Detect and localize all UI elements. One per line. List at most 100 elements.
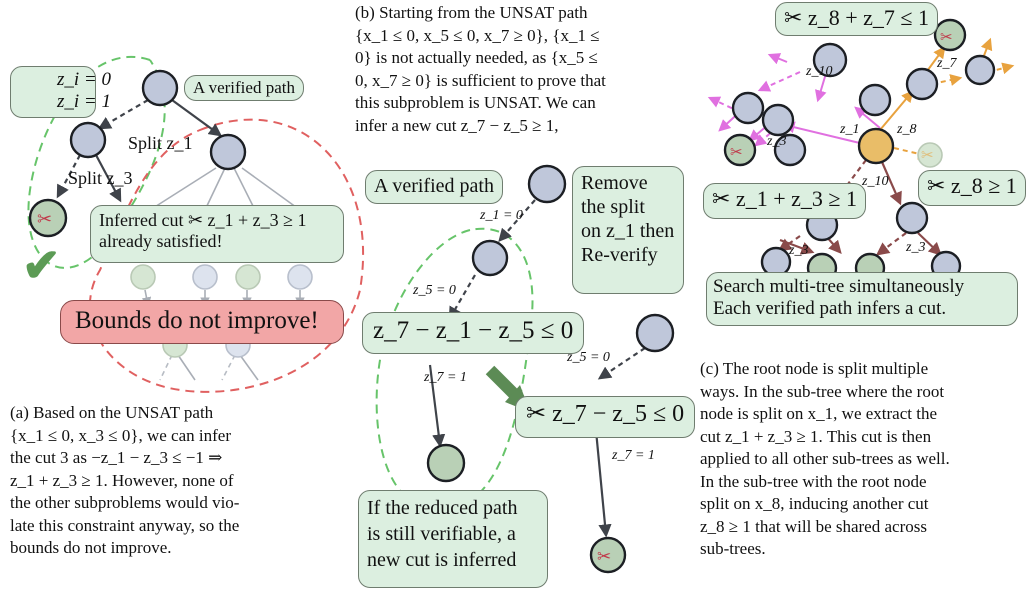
- node-c: [858, 83, 892, 117]
- caption-c-line: applied to all other sub-trees as well.: [700, 449, 950, 468]
- scissors-icon: ✂: [921, 148, 934, 164]
- scissors-icon: ✂: [730, 145, 743, 161]
- faint-node: [235, 264, 261, 290]
- node-c: [905, 67, 939, 101]
- caption-b-line: 0, x_7 ≥ 0} is sufficient to prove that: [355, 70, 606, 90]
- caption-b: (b) Starting from the UNSAT path {x_1 ≤ …: [355, 2, 690, 137]
- split-z3-label: Split z_3: [68, 168, 133, 188]
- panel-b-graph: ✂: [375, 164, 675, 574]
- caption-c-line: ways. In the sub-tree where the root: [700, 381, 945, 401]
- faint-node: [130, 264, 156, 290]
- edge-z5-label: z_5 = 0: [413, 283, 456, 298]
- root-node-c: [857, 127, 895, 165]
- search-line: Each verified path infers a cut.: [713, 297, 947, 319]
- node-z1-one: [209, 133, 247, 171]
- z10-mid-label: z_10: [862, 174, 889, 189]
- z10-top-label: z_10: [806, 64, 833, 79]
- remove-box-line: Re-verify: [581, 244, 658, 266]
- remove-split-box: Remove the split on z_1 then Re-verify: [572, 166, 684, 294]
- leaf-full-path: [426, 443, 466, 483]
- caption-c-line: cut z_1 + z_3 ≥ 1. This cut is then: [700, 426, 932, 446]
- node-c: [895, 201, 929, 235]
- panel-c-graph: ✂ ✂ ✂: [707, 18, 1015, 284]
- reduced-path-note-box: If the reduced path is still verifiable,…: [358, 490, 548, 588]
- remove-box-line: the split: [581, 196, 645, 218]
- scissors-icon: ✂: [37, 209, 52, 229]
- scissors-icon: ✂: [597, 547, 611, 566]
- node-c: [761, 103, 795, 137]
- inferred-cut-line1: Inferred cut ✂ z_1 + z_3 ≥ 1: [99, 210, 307, 230]
- leaf-reduced-path: [589, 536, 627, 574]
- z3-left-label: z_3: [767, 134, 787, 149]
- root-node-a: [141, 69, 179, 107]
- verified-path-box-b: A verified path: [365, 170, 503, 204]
- legend-solid-label: z_i = 1: [57, 90, 111, 112]
- right-edge-z5-label: z_5 = 0: [567, 350, 610, 365]
- caption-a-line: z_1 + z_3 ≥ 1. However, none of: [10, 470, 234, 490]
- search-multitree-box: Search multi-tree simultaneously Each ve…: [706, 272, 1018, 326]
- scissors-icon: ✂: [940, 30, 953, 46]
- search-line: Search multi-tree simultaneously: [713, 276, 965, 297]
- legend-dashed-label: z_i = 0: [57, 69, 111, 90]
- leaf-node-c: [723, 133, 757, 167]
- caption-b-line: this subproblem is UNSAT. We can: [355, 93, 596, 112]
- caption-c-line: sub-trees.: [700, 539, 766, 558]
- inferred-cut-box-a: Inferred cut ✂ z_1 + z_3 ≥ 1 already sat…: [90, 205, 344, 263]
- caption-b-line: 0} is not actually needed, as {x_5 ≤: [355, 48, 598, 67]
- note-line: new cut is inferred: [367, 549, 517, 571]
- z7-label: z_7: [937, 56, 957, 71]
- z8-label: z_8: [897, 122, 917, 137]
- z3-bottom-label: z_3: [906, 240, 926, 255]
- edge-z7-label: z_7 = 1: [424, 370, 467, 385]
- caption-b-line: infer a new cut z_7 − z_5 ≥ 1,: [355, 115, 559, 135]
- remove-box-line: Remove: [581, 172, 648, 194]
- faint-node: [192, 264, 218, 290]
- caption-c-line: z_8 ≥ 1 that will be shared across: [700, 516, 927, 536]
- caption-a-line: bounds do not improve.: [10, 538, 172, 557]
- node-c: [773, 133, 807, 167]
- caption-b-line: (b) Starting from the UNSAT path: [355, 3, 588, 22]
- z1-label: z_1: [840, 122, 860, 137]
- caption-c-line: node is split on x_1, we extract the: [700, 404, 938, 423]
- legend-box: z_i = 0 z_i = 1: [10, 66, 111, 118]
- caption-c-line: (c) The root node is split multiple: [700, 359, 929, 378]
- faint-node: [917, 142, 943, 168]
- bounds-do-not-improve-box: Bounds do not improve!: [60, 300, 344, 344]
- root-node-b: [527, 164, 567, 204]
- right-root-node: [635, 313, 675, 353]
- caption-a-line: the cut 3 as −z_1 − z_3 ≤ −1 ⇒: [10, 448, 223, 467]
- leaf-cut-node-a: [28, 198, 68, 238]
- split-z1-label: Split z_1: [128, 133, 193, 153]
- caption-b-line: {x_1 ≤ 0, x_5 ≤ 0, x_7 ≥ 0}, {x_1 ≤: [355, 25, 600, 45]
- leaf-node-c: [933, 18, 967, 52]
- inferred-cut-line2: already satisfied!: [99, 230, 223, 251]
- note-line: is still verifiable, a: [367, 523, 516, 545]
- caption-a-line: {x_1 ≤ 0, x_3 ≤ 0}, we can infer: [10, 425, 231, 445]
- full-cut-box: z_7 − z_1 − z_5 ≤ 0: [362, 312, 585, 354]
- cut-top-box: ✂ z_8 + z_7 ≤ 1: [775, 2, 938, 36]
- edge-z1-label: z_1 = 0: [480, 208, 523, 223]
- caption-a: (a) Based on the UNSAT path {x_1 ≤ 0, x_…: [10, 402, 310, 560]
- caption-c-line: In the sub-tree with the root node: [700, 471, 927, 491]
- caption-a-line: late this constraint anyway, so the: [10, 515, 240, 535]
- caption-c: (c) The root node is split multiple ways…: [700, 358, 1024, 561]
- remove-box-line: on z_1 then: [581, 220, 675, 242]
- z3-bottom-label: z_3: [789, 243, 809, 258]
- caption-a-line: (a) Based on the UNSAT path: [10, 403, 214, 422]
- node-c: [812, 42, 848, 78]
- cut-left-box: ✂ z_1 + z_3 ≥ 1: [703, 183, 866, 219]
- checkmark-icon: ✔: [22, 240, 61, 291]
- verified-path-box-a: A verified path: [184, 75, 304, 101]
- node-c: [731, 91, 765, 125]
- reduced-cut-box: ✂ z_7 − z_5 ≤ 0: [515, 396, 696, 438]
- node-z1-zero: [69, 121, 107, 159]
- caption-a-line: the other subproblems would vio-: [10, 493, 240, 512]
- green-dashed-region-a: [27, 55, 166, 269]
- note-line: If the reduced path: [367, 497, 518, 519]
- node-z5: [471, 239, 509, 277]
- node-c: [964, 54, 996, 86]
- faint-node: [287, 264, 313, 290]
- cut-right-box: ✂ z_8 ≥ 1: [918, 170, 1026, 206]
- caption-c-line: split on x_8, inducing another cut: [700, 494, 929, 513]
- right-edge-z7-label: z_7 = 1: [612, 448, 655, 463]
